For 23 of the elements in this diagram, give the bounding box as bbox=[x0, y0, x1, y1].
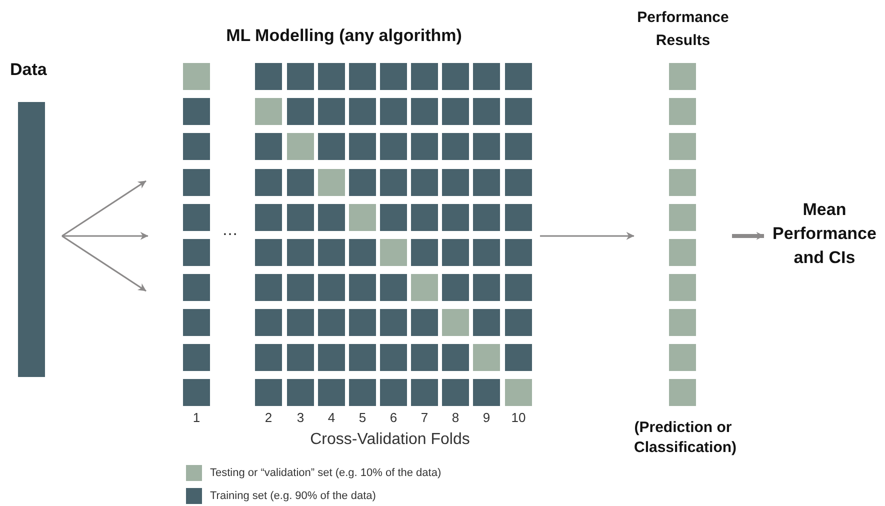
fold-number: 8 bbox=[450, 410, 460, 425]
arrow bbox=[62, 232, 148, 240]
legend-text: Training set (e.g. 90% of the data) bbox=[210, 490, 376, 502]
fold-number: 3 bbox=[296, 410, 306, 425]
arrow bbox=[62, 235, 146, 292]
result-text: Mean Performance and CIs bbox=[772, 199, 878, 269]
node-heading: Performance Results bbox=[636, 8, 730, 52]
node-heading: ML Modelling (any algorithm) bbox=[225, 25, 463, 47]
fold-number: 5 bbox=[358, 410, 368, 425]
axis-caption: Cross-Validation Folds bbox=[309, 431, 471, 449]
fold-number: 9 bbox=[482, 410, 492, 425]
fold-number: 1 bbox=[192, 410, 202, 425]
fold-number: 6 bbox=[388, 410, 398, 425]
fold-number: 4 bbox=[326, 410, 336, 425]
ellipsis: … bbox=[222, 222, 238, 240]
fold-number: 7 bbox=[420, 410, 430, 425]
legend-text: Testing or “validation” set (e.g. 10% of the data) bbox=[210, 467, 442, 479]
fold-number: 2 bbox=[264, 410, 274, 425]
fold-number: 10 bbox=[510, 410, 527, 425]
arrow bbox=[540, 232, 634, 240]
arrow bbox=[62, 180, 146, 237]
node-heading: Data bbox=[10, 59, 47, 81]
arrow bbox=[732, 232, 764, 240]
